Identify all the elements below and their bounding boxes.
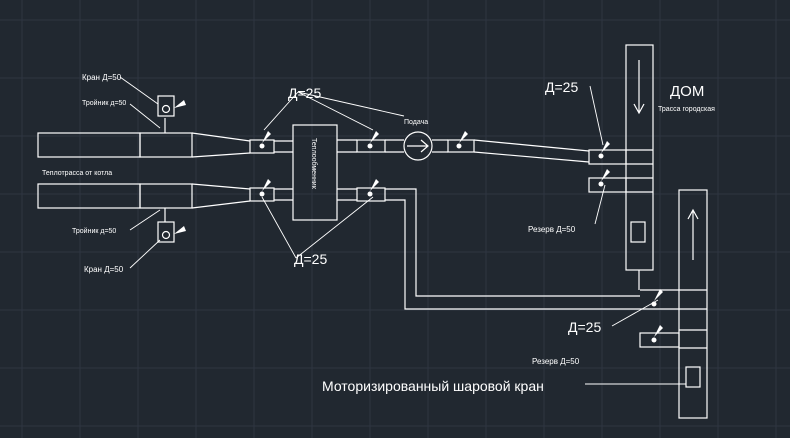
pipe-house-lower-connection (588, 177, 627, 193)
pipe-supply-to-house (337, 139, 627, 165)
label-trassa-gorodskaya: Трасса городская (658, 106, 715, 113)
pipe-return-route (337, 187, 640, 310)
pipe-upper-left (37, 118, 251, 158)
label-rezerv-bottom: Резерв Д=50 (532, 357, 580, 366)
valve-icon (598, 141, 610, 159)
label-troynik-top: Тройник д=50 (82, 99, 126, 107)
valve-icon (651, 289, 663, 307)
valve-icon (367, 131, 379, 149)
flow-arrow-icon (403, 131, 433, 161)
label-kran-bottom: Кран Д=50 (84, 265, 124, 274)
label-d25-bottom: Д=25 (294, 251, 327, 267)
label-teploobmennik: Теплообменник (310, 138, 318, 190)
pipe-upper-to-exchanger (249, 139, 293, 154)
label-d25-top: Д=25 (288, 85, 321, 101)
direction-arrow-icon (633, 60, 645, 115)
valve-icon (157, 95, 186, 117)
label-rezerv-top: Резерв Д=50 (528, 225, 576, 234)
valve-icon (259, 131, 271, 149)
valve-icon (157, 221, 186, 243)
leader-lines (119, 76, 686, 385)
label-teplotrassa: Теплотрасса от котла (42, 170, 112, 177)
labels-group: Кран Д=50 Тройник д=50 Теплотрасса от ко… (42, 73, 715, 394)
label-dom: ДОМ (670, 83, 704, 100)
label-motor-valve: Моторизированный шаровой кран (322, 378, 544, 394)
pipe-lower-left (37, 183, 251, 222)
valve-icon (456, 131, 468, 149)
label-d25-right: Д=25 (568, 319, 601, 335)
label-d25-house: Д=25 (545, 79, 578, 95)
heat-exchanger (292, 124, 338, 221)
valve-icon (367, 179, 379, 197)
label-kran-top: Кран Д=50 (82, 73, 122, 82)
label-podacha: Подача (404, 119, 428, 126)
city-riser (639, 189, 708, 419)
valve-icon (259, 179, 271, 197)
valve-icon (651, 325, 663, 343)
house-riser (625, 44, 654, 290)
direction-arrow-icon (687, 208, 699, 260)
pipe-lower-to-exchanger (249, 187, 293, 202)
label-troynik-bottom: Тройник д=50 (72, 227, 116, 235)
